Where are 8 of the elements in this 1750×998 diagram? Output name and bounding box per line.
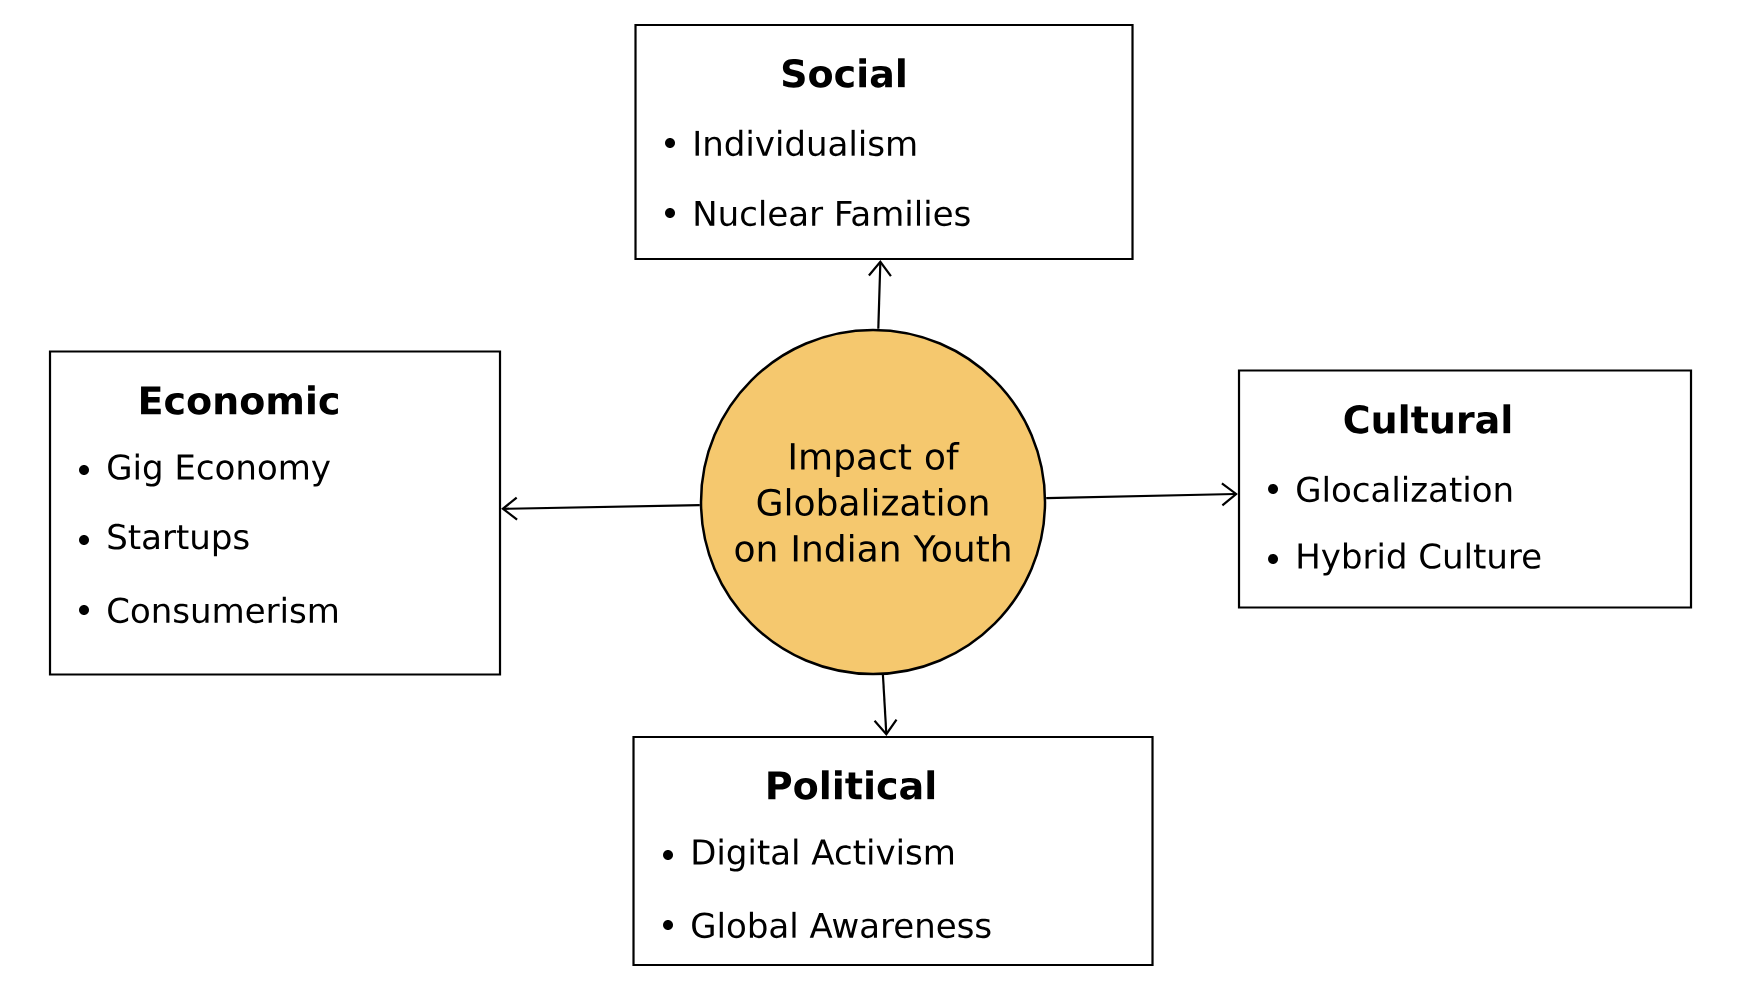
arrow [868,260,892,329]
category-box: Economic Gig Economy Startups Consumerism [48,350,502,676]
arrow [1046,482,1238,507]
category-box: Cultural Glocalization Hybrid Culture [1237,369,1693,609]
arrow [873,674,898,736]
category-box: Political Digital Activism Global Awareness [632,735,1154,967]
category-box: Social Individualism Nuclear Families [634,23,1134,261]
arrow [501,496,700,521]
